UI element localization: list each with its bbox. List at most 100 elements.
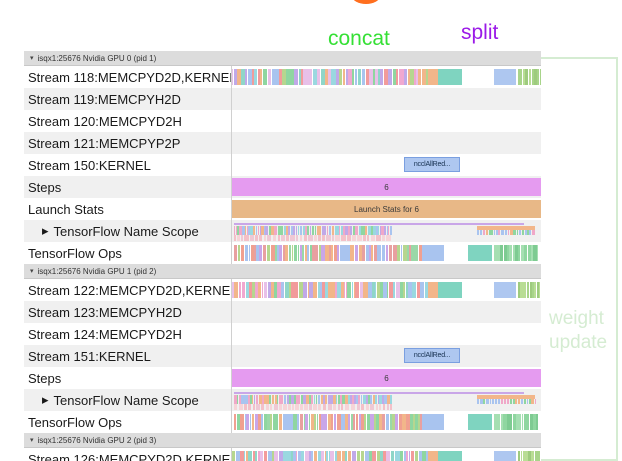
timeline-event[interactable]: [336, 414, 341, 430]
timeline-event[interactable]: [529, 399, 531, 404]
timeline-event[interactable]: [309, 451, 311, 461]
timeline-event[interactable]: [324, 414, 328, 430]
timeline-event[interactable]: [298, 282, 303, 298]
timeline-event[interactable]: [234, 226, 236, 235]
timeline-event[interactable]: [328, 451, 331, 461]
timeline-event[interactable]: [314, 235, 317, 241]
timeline-event[interactable]: [313, 395, 316, 404]
timeline-event[interactable]: [373, 69, 376, 85]
timeline-event[interactable]: [526, 414, 530, 430]
timeline-event[interactable]: [414, 451, 419, 461]
timeline-event[interactable]: [360, 395, 363, 404]
timeline-event[interactable]: [277, 226, 281, 235]
timeline-row-label[interactable]: Launch Stats: [24, 198, 232, 220]
timeline-event[interactable]: [390, 404, 392, 410]
timeline-event[interactable]: [248, 245, 251, 261]
timeline-event[interactable]: [385, 414, 390, 430]
timeline-event[interactable]: [410, 245, 414, 261]
timeline-event[interactable]: [281, 235, 286, 241]
timeline-event[interactable]: [278, 451, 283, 461]
timeline-event[interactable]: [356, 404, 360, 410]
timeline-event[interactable]: [379, 414, 382, 430]
timeline-row-label[interactable]: Stream 124:MEMCPYD2H: [24, 323, 232, 345]
timeline-event[interactable]: [291, 395, 295, 404]
timeline-event[interactable]: [249, 414, 252, 430]
timeline-event[interactable]: [315, 69, 317, 85]
timeline-row[interactable]: ▸TensorFlow Name Scope: [24, 389, 541, 411]
timeline-event[interactable]: [477, 395, 535, 399]
timeline-event[interactable]: [304, 404, 308, 410]
timeline-event[interactable]: [354, 69, 358, 85]
timeline-event[interactable]: [317, 235, 321, 241]
group-header[interactable]: ▾isqx1:25676 Nvidia GPU 2 (pid 3): [24, 433, 541, 448]
timeline-event[interactable]: [246, 226, 248, 235]
timeline-event[interactable]: [296, 235, 299, 241]
timeline-event[interactable]: [272, 235, 277, 241]
timeline-event[interactable]: [501, 230, 505, 235]
timeline-event[interactable]: [328, 69, 332, 85]
timeline-event[interactable]: [290, 69, 294, 85]
timeline-event[interactable]: [494, 399, 498, 404]
timeline-event[interactable]: [345, 226, 348, 235]
timeline-event[interactable]: [527, 230, 529, 235]
timeline-event[interactable]: [507, 230, 510, 235]
timeline-event[interactable]: [245, 69, 248, 85]
timeline-event[interactable]: [356, 451, 361, 461]
timeline-event[interactable]: [331, 235, 335, 241]
timeline-event[interactable]: [244, 245, 249, 261]
timeline-event[interactable]: [234, 414, 237, 430]
timeline-event[interactable]: [516, 230, 519, 235]
timeline-event[interactable]: [333, 245, 337, 261]
timeline-event[interactable]: [293, 414, 297, 430]
timeline-event[interactable]: [534, 399, 536, 404]
timeline-event[interactable]: [295, 404, 299, 410]
timeline-event[interactable]: [311, 451, 314, 461]
timeline-track[interactable]: [232, 411, 541, 433]
timeline-event[interactable]: [258, 395, 262, 404]
timeline-event[interactable]: [293, 451, 296, 461]
timeline-event[interactable]: [336, 245, 340, 261]
timeline-event[interactable]: [362, 226, 365, 235]
timeline-event[interactable]: [389, 226, 392, 235]
timeline-track[interactable]: [232, 220, 541, 242]
timeline-event[interactable]: [421, 69, 426, 85]
timeline-event[interactable]: [237, 235, 240, 241]
timeline-event[interactable]: [264, 395, 267, 404]
timeline-track[interactable]: [232, 132, 541, 154]
timeline-event[interactable]: [297, 245, 300, 261]
timeline-event[interactable]: [250, 226, 254, 235]
timeline-event[interactable]: [298, 395, 301, 404]
timeline-event[interactable]: [497, 399, 501, 404]
timeline-event[interactable]: [413, 414, 415, 430]
timeline-event[interactable]: [320, 69, 325, 85]
timeline-event[interactable]: [326, 226, 329, 235]
timeline-event[interactable]: [324, 451, 326, 461]
timeline-event[interactable]: [341, 282, 344, 298]
timeline-event[interactable]: [362, 395, 366, 404]
timeline-track[interactable]: [232, 323, 541, 345]
timeline-event[interactable]: [426, 69, 428, 85]
timeline-event[interactable]: [337, 404, 340, 410]
timeline-event[interactable]: [304, 451, 309, 461]
timeline-event[interactable]: [338, 226, 341, 235]
timeline-event[interactable]: [438, 282, 462, 298]
timeline-event[interactable]: [412, 282, 417, 298]
timeline-event[interactable]: [266, 395, 269, 404]
timeline-event[interactable]: [256, 245, 259, 261]
timeline-event[interactable]: [288, 245, 292, 261]
timeline-event[interactable]: [516, 414, 518, 430]
timeline-event[interactable]: [428, 69, 438, 85]
timeline-track[interactable]: [232, 66, 541, 88]
timeline-event[interactable]: [308, 404, 312, 410]
timeline-row-label[interactable]: TensorFlow Ops: [24, 242, 232, 264]
timeline-event[interactable]: [391, 414, 395, 430]
timeline-event[interactable]: [533, 245, 537, 261]
timeline-event[interactable]: [238, 282, 242, 298]
timeline-event[interactable]: [365, 395, 369, 404]
timeline-event[interactable]: [510, 414, 513, 430]
timeline-event[interactable]: [529, 282, 532, 298]
timeline-event[interactable]: [345, 69, 348, 85]
timeline-event[interactable]: [335, 235, 341, 241]
timeline-event[interactable]: [316, 245, 319, 261]
timeline-event[interactable]: [537, 245, 538, 261]
